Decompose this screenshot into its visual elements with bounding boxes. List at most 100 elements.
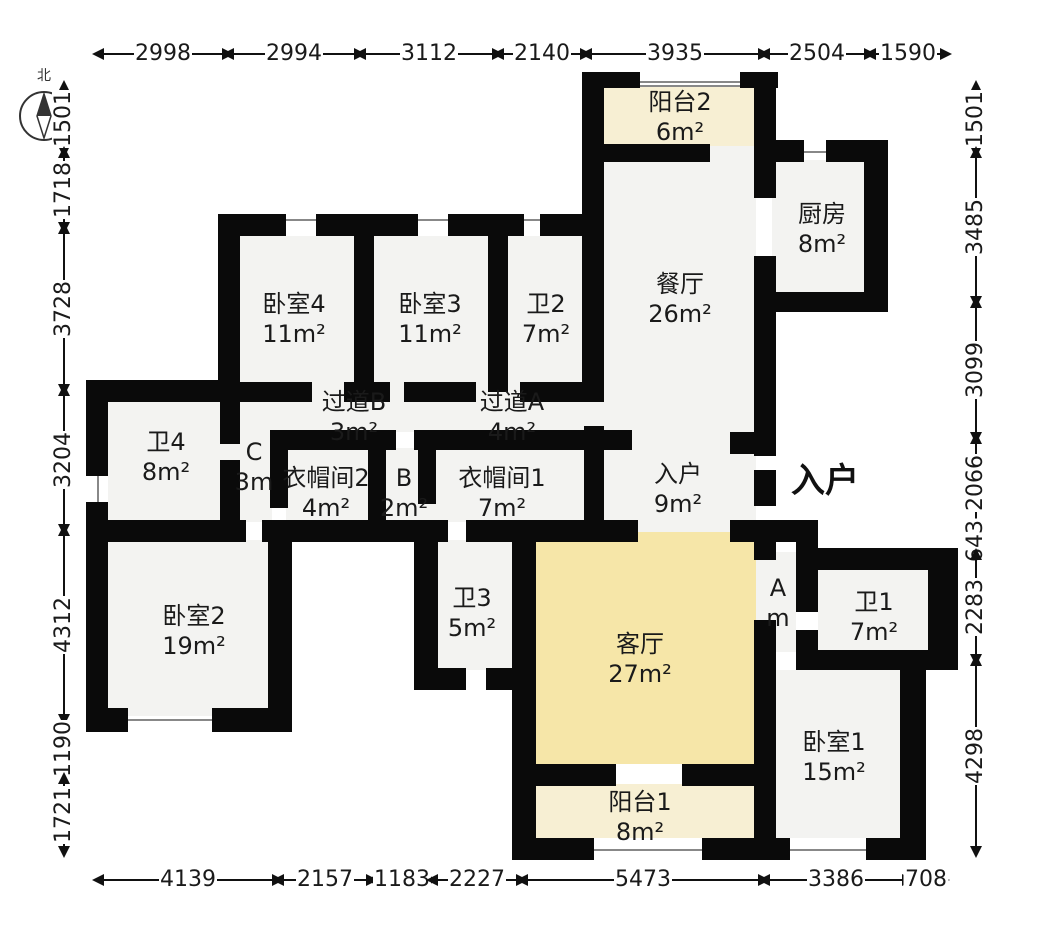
dimension-label: 3386 bbox=[808, 867, 864, 892]
room-name: A bbox=[770, 574, 787, 602]
wall bbox=[86, 380, 240, 402]
floor-bedroom3 bbox=[374, 236, 490, 386]
floor-bedroom4 bbox=[240, 236, 356, 386]
dimension-label: 3728 bbox=[51, 281, 76, 337]
dimension-label-bg bbox=[614, 868, 672, 892]
entrance-label: 入户 bbox=[791, 461, 859, 501]
floor-bath3 bbox=[438, 540, 512, 670]
wall bbox=[86, 380, 108, 476]
wall bbox=[404, 382, 476, 402]
wall bbox=[604, 144, 710, 162]
wall bbox=[414, 520, 438, 690]
wall bbox=[220, 402, 240, 444]
floor-living bbox=[534, 532, 756, 764]
room-area: 5m² bbox=[448, 614, 496, 642]
wall bbox=[754, 256, 776, 456]
room-name: C bbox=[246, 438, 263, 466]
dimension-label: 1501 bbox=[51, 91, 76, 147]
room-name: 入户 bbox=[654, 460, 702, 488]
dimension-label-bg bbox=[52, 161, 76, 219]
wall bbox=[582, 72, 640, 88]
dimension-label: 1183 bbox=[374, 867, 430, 892]
wall bbox=[584, 426, 604, 536]
wall bbox=[796, 650, 958, 670]
dimension-label: 4139 bbox=[160, 867, 216, 892]
wall bbox=[754, 536, 776, 560]
floor-dining bbox=[604, 146, 756, 436]
room-name: 卧室3 bbox=[398, 290, 461, 318]
room-area: 8m² bbox=[142, 458, 190, 486]
room-name: 阳台2 bbox=[648, 88, 711, 116]
north-label: 北 bbox=[37, 68, 51, 84]
dimension-label-bg bbox=[159, 868, 217, 892]
room-corridorA2: Am bbox=[766, 574, 789, 632]
wall bbox=[682, 764, 776, 786]
floor-bath1 bbox=[818, 570, 928, 650]
room-name: 卧室1 bbox=[802, 728, 865, 756]
dimension-label: 1721 bbox=[51, 787, 76, 843]
wall bbox=[536, 764, 616, 786]
floor-bedroom2 bbox=[108, 540, 268, 716]
room-name: 卫2 bbox=[526, 290, 565, 318]
room-area: 7m² bbox=[522, 320, 570, 348]
dimension-label-bg bbox=[296, 868, 354, 892]
dimension-label-bg bbox=[964, 578, 988, 636]
wall bbox=[272, 430, 396, 450]
room-area: 27m² bbox=[608, 660, 672, 688]
room-area: 11m² bbox=[398, 320, 462, 348]
wall bbox=[212, 708, 292, 732]
wall bbox=[86, 520, 246, 542]
dimension-label-bg bbox=[400, 42, 458, 66]
wall bbox=[754, 292, 888, 312]
room-area: 2m² bbox=[380, 494, 428, 522]
dimension-label-bg bbox=[373, 868, 431, 892]
room-area: 6m² bbox=[656, 118, 704, 146]
dimension-label-bg bbox=[513, 42, 571, 66]
dimension-label-bg bbox=[646, 42, 704, 66]
room-name: 过道B bbox=[322, 388, 386, 416]
wall bbox=[520, 382, 604, 402]
room-name: 卧室4 bbox=[262, 290, 325, 318]
windows bbox=[97, 81, 866, 851]
room-name: 客厅 bbox=[616, 630, 664, 658]
dimension-label-bg bbox=[903, 868, 949, 892]
wall bbox=[268, 522, 292, 732]
dimension-label-bg bbox=[52, 596, 76, 654]
wall bbox=[414, 430, 632, 450]
room-name: B bbox=[396, 464, 412, 492]
floor-bedroom1 bbox=[776, 670, 902, 838]
dimension-label-bg bbox=[964, 198, 988, 256]
dimension-label: 708 bbox=[905, 867, 947, 892]
dimension-label: 1590 bbox=[880, 41, 936, 66]
room-area: 7m² bbox=[850, 618, 898, 646]
room-name: 卫3 bbox=[452, 584, 491, 612]
room-name: 过道A bbox=[480, 388, 545, 416]
dimension-label: 2140 bbox=[514, 41, 570, 66]
room-name: 卫1 bbox=[854, 588, 893, 616]
wall bbox=[512, 838, 594, 860]
room-area: 9m² bbox=[654, 490, 702, 518]
floor-kitchen bbox=[772, 160, 864, 292]
wall bbox=[240, 382, 312, 402]
dimension-label-bg bbox=[964, 454, 988, 512]
room-area: 15m² bbox=[802, 758, 866, 786]
dimension-label-bg bbox=[134, 42, 192, 66]
room-area: 4m² bbox=[302, 494, 350, 522]
dimension-label-bg bbox=[52, 786, 76, 844]
dimension-label: 1501 bbox=[963, 91, 988, 147]
room-name: 阳台1 bbox=[608, 788, 671, 816]
room-area: 8m² bbox=[798, 230, 846, 258]
floor-bath2 bbox=[508, 236, 584, 386]
room-area: 19m² bbox=[162, 632, 226, 660]
wall bbox=[796, 548, 958, 570]
dimension-label: 2157 bbox=[297, 867, 353, 892]
dimension-label: 1190 bbox=[51, 721, 76, 777]
dimension-label: 2504 bbox=[789, 41, 845, 66]
